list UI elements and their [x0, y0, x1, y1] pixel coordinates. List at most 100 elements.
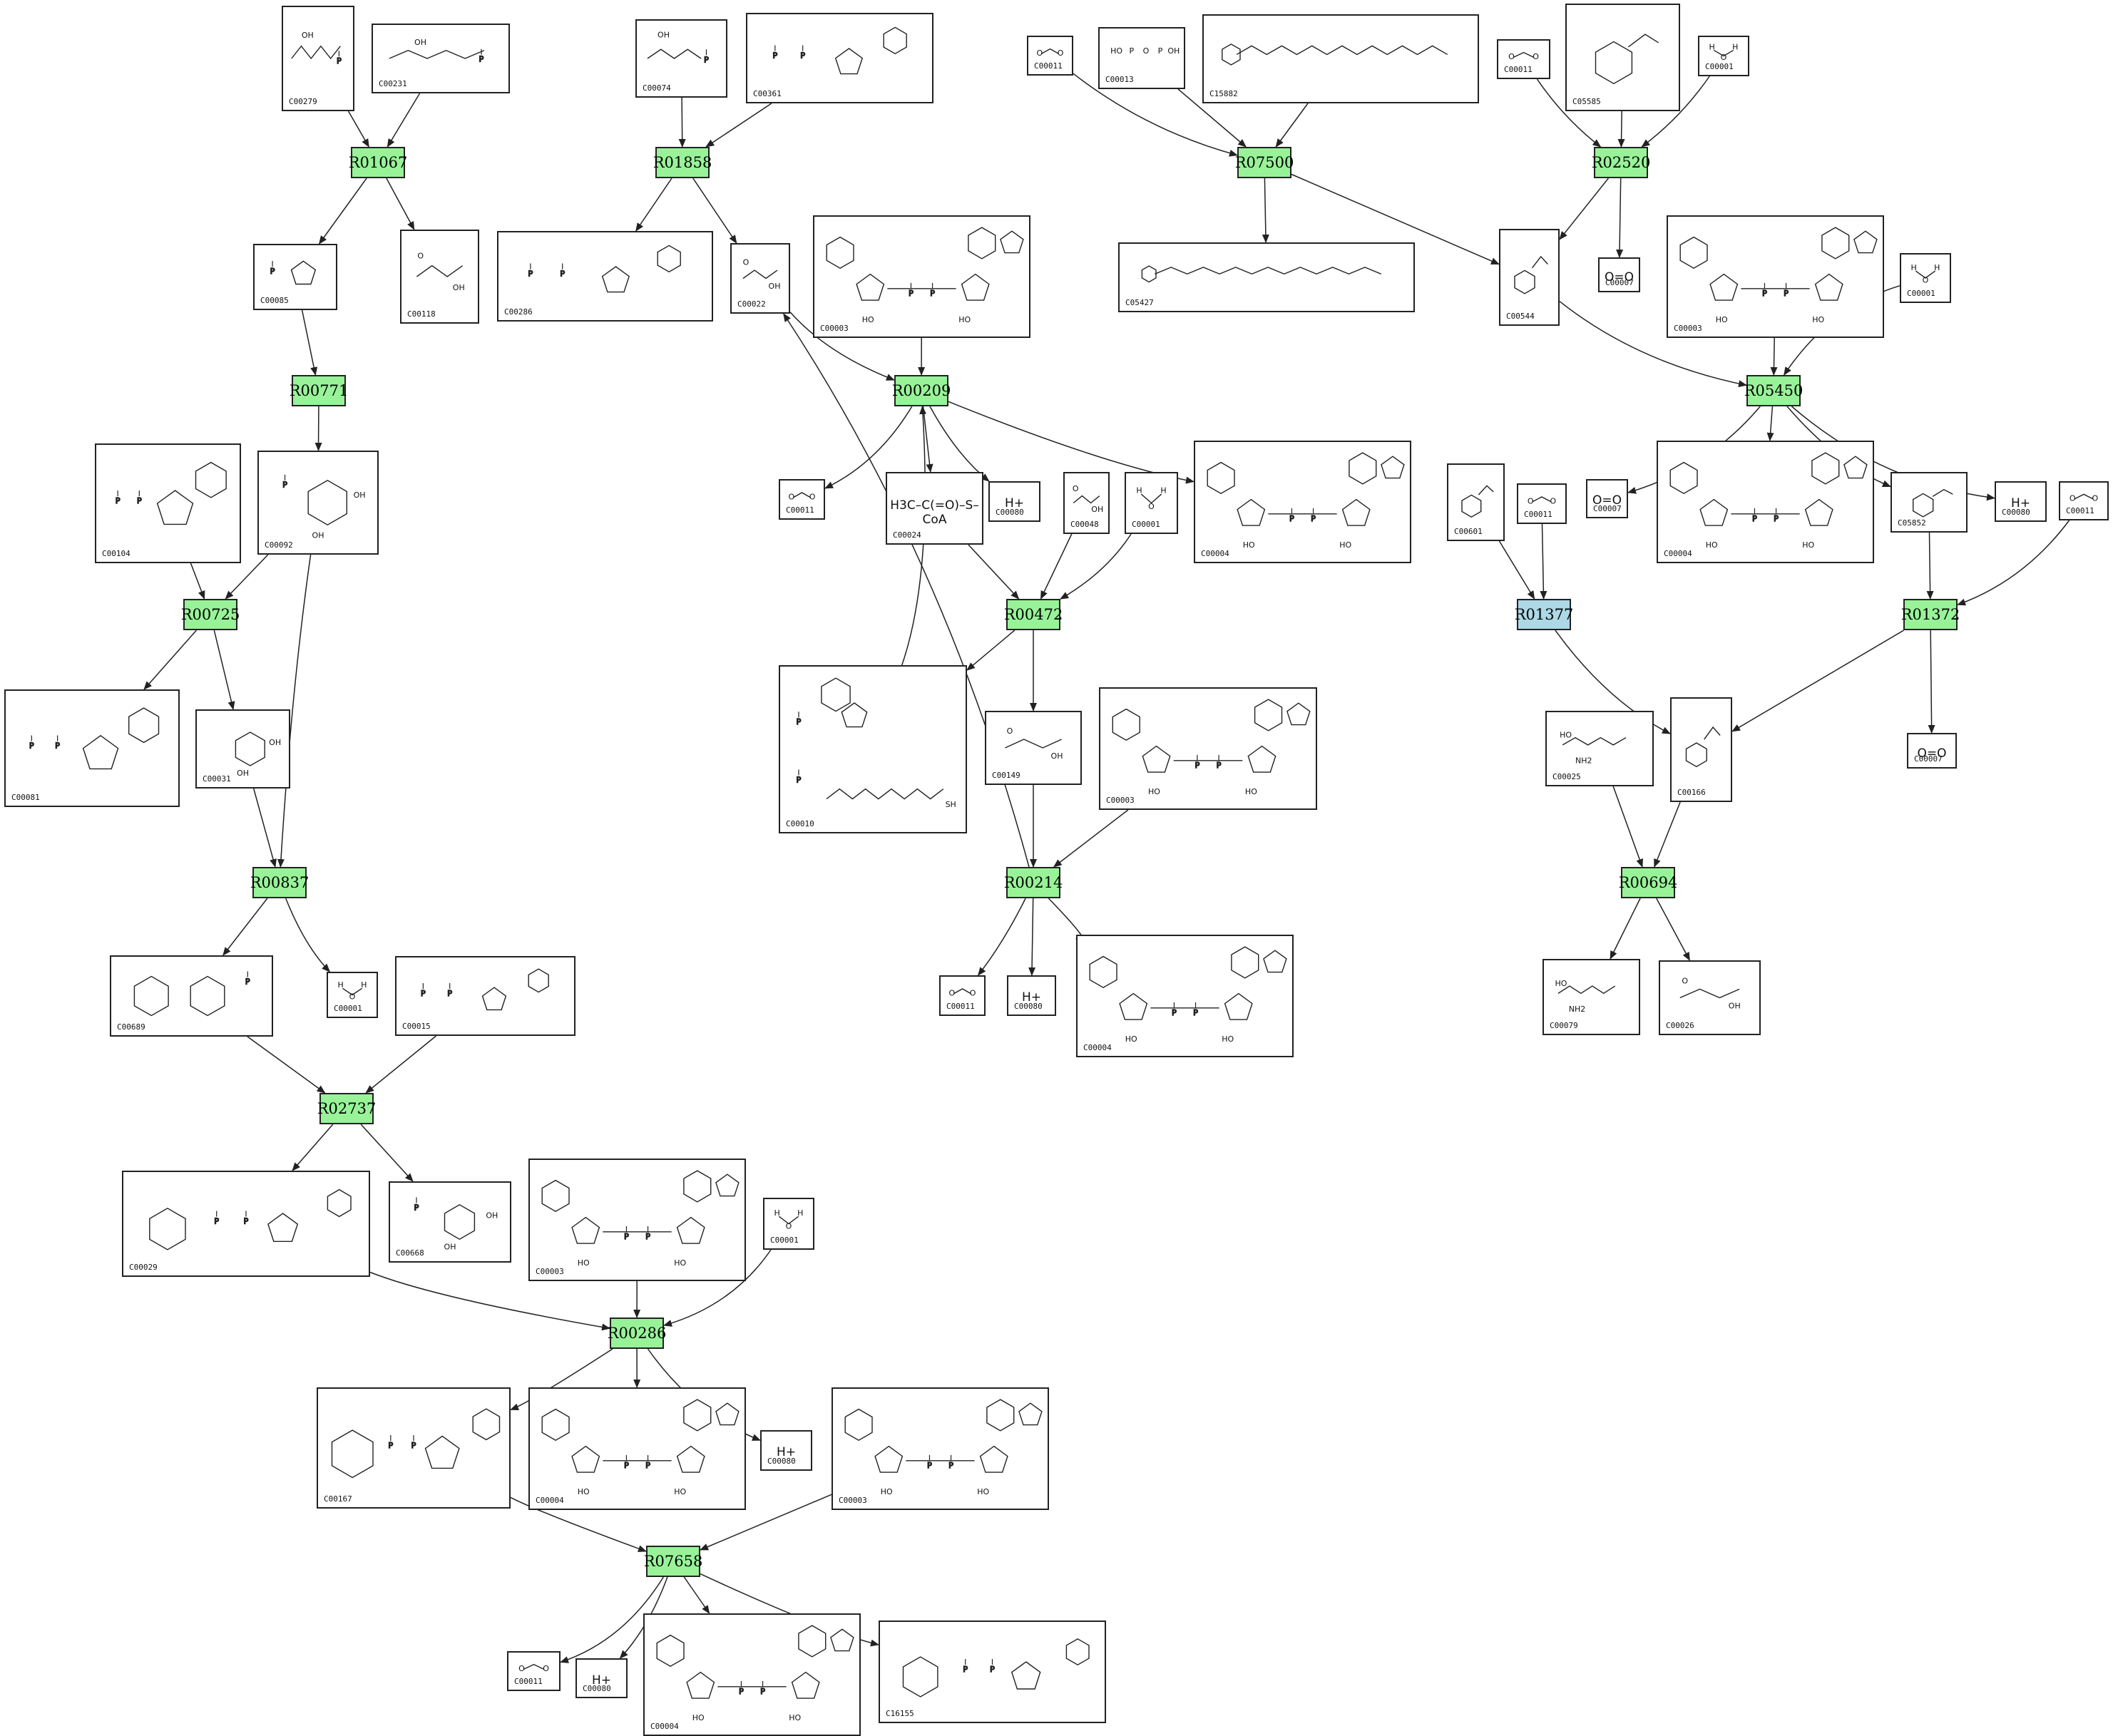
svg-text:OH: OH [414, 38, 426, 47]
compound-id-label: C00544 [1506, 312, 1535, 321]
svg-text:OH: OH [312, 531, 324, 540]
reaction-r00209[interactable]: R00209 [892, 375, 951, 406]
edge-c00361-to-r01858 [705, 103, 772, 148]
svg-text:P: P [645, 1232, 650, 1241]
compound-c00166[interactable]: C00166 [1670, 697, 1732, 802]
reaction-r01067[interactable]: R01067 [349, 147, 407, 178]
reaction-r00472[interactable]: R00472 [1004, 599, 1063, 630]
compound-c05427[interactable]: C05427 [1118, 242, 1415, 312]
compound-c00080[interactable]: H+C00080 [1007, 975, 1056, 1016]
reaction-r01372[interactable]: R01372 [1901, 599, 1960, 630]
compound-c15882[interactable]: C15882 [1202, 14, 1479, 103]
reaction-r01377[interactable]: R01377 [1515, 599, 1573, 630]
reaction-r00694[interactable]: R00694 [1619, 867, 1677, 898]
reaction-r00214[interactable]: R00214 [1004, 867, 1063, 898]
reaction-r01858[interactable]: R01858 [653, 147, 712, 178]
reaction-r00725[interactable]: R00725 [181, 599, 240, 630]
reaction-r07500[interactable]: R07500 [1235, 147, 1294, 178]
compound-c00080[interactable]: H+C00080 [988, 481, 1040, 522]
compound-c00544[interactable]: C00544 [1499, 229, 1560, 326]
reaction-r00837[interactable]: R00837 [250, 867, 309, 898]
svg-text:P: P [797, 775, 802, 784]
edge-c05585-to-r02520 [1617, 111, 1625, 148]
reaction-r05450[interactable]: R05450 [1744, 375, 1803, 406]
svg-text:O: O [1528, 497, 1534, 506]
reaction-r02520[interactable]: R02520 [1592, 147, 1650, 178]
edge-r00837-to-c00689 [222, 898, 268, 956]
reaction-r02737[interactable]: R02737 [317, 1093, 376, 1124]
edge-c00689-to-r02737 [247, 1036, 326, 1094]
compound-c05585[interactable]: C05585 [1565, 4, 1680, 111]
compound-c00080[interactable]: H+C00080 [1995, 481, 2047, 522]
reaction-r00286[interactable]: R00286 [608, 1318, 666, 1349]
reaction-r07658[interactable]: R07658 [644, 1546, 702, 1577]
compound-c00080[interactable]: H+C00080 [575, 1658, 628, 1698]
edge-r02520-to-c00544 [1559, 178, 1609, 240]
sugar-phosphate-chain-structure: OHP [389, 38, 484, 64]
compound-c00080[interactable]: H+C00080 [760, 1430, 812, 1471]
compound-id-label: C00231 [379, 79, 407, 88]
compound-formula: H+ [1021, 990, 1042, 1005]
compound-formula: H3C–C(=O)–S–CoA [890, 498, 979, 528]
compound-c00601[interactable]: C00601 [1447, 463, 1505, 541]
compound-c05852[interactable]: C05852 [1891, 472, 1968, 533]
reaction-r00771[interactable]: R00771 [290, 375, 348, 406]
